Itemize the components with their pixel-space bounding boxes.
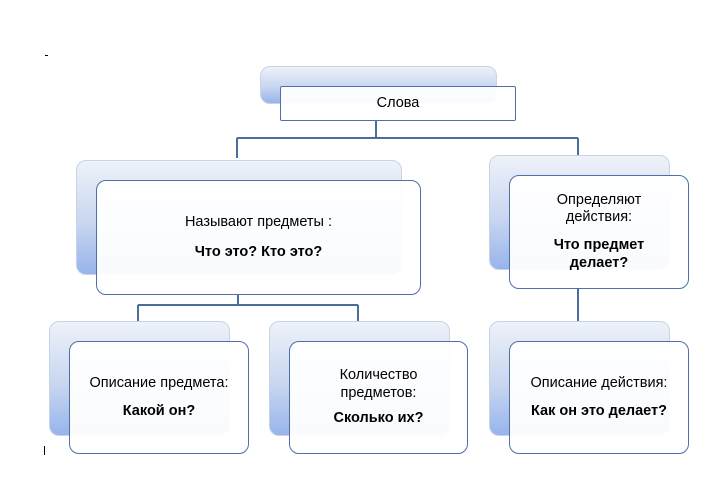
nouns-question: Что это? Кто это? bbox=[194, 243, 323, 260]
text-cursor-mark bbox=[44, 446, 45, 455]
nouns-label: Называют предметы : bbox=[184, 213, 333, 230]
adjectives-label: Описание предмета: bbox=[89, 374, 229, 391]
adverbs-node: Описание действия: Как он это делает? bbox=[509, 341, 689, 454]
adverbs-question: Как он это делает? bbox=[530, 402, 667, 419]
verbs-label: Определяют действия: bbox=[556, 191, 642, 226]
adjectives-node: Описание предмета: Какой он? bbox=[69, 341, 249, 454]
numerals-label: Количество предметов: bbox=[339, 366, 418, 401]
adverbs-label: Описание действия: bbox=[530, 374, 668, 391]
root-node: Слова bbox=[280, 86, 516, 121]
numerals-node: Количество предметов: Сколько их? bbox=[289, 341, 468, 454]
stray-dash-mark bbox=[45, 55, 48, 56]
adjectives-question: Какой он? bbox=[122, 402, 196, 419]
nouns-node: Называют предметы : Что это? Кто это? bbox=[96, 180, 421, 295]
numerals-question: Сколько их? bbox=[333, 410, 424, 427]
verbs-question: Что предмет делает? bbox=[553, 237, 645, 271]
verbs-node: Определяют действия: Что предмет делает? bbox=[509, 175, 689, 289]
connector-root-to-children bbox=[236, 121, 579, 158]
connector-nouns-to-children bbox=[137, 294, 359, 321]
root-label: Слова bbox=[376, 94, 420, 111]
